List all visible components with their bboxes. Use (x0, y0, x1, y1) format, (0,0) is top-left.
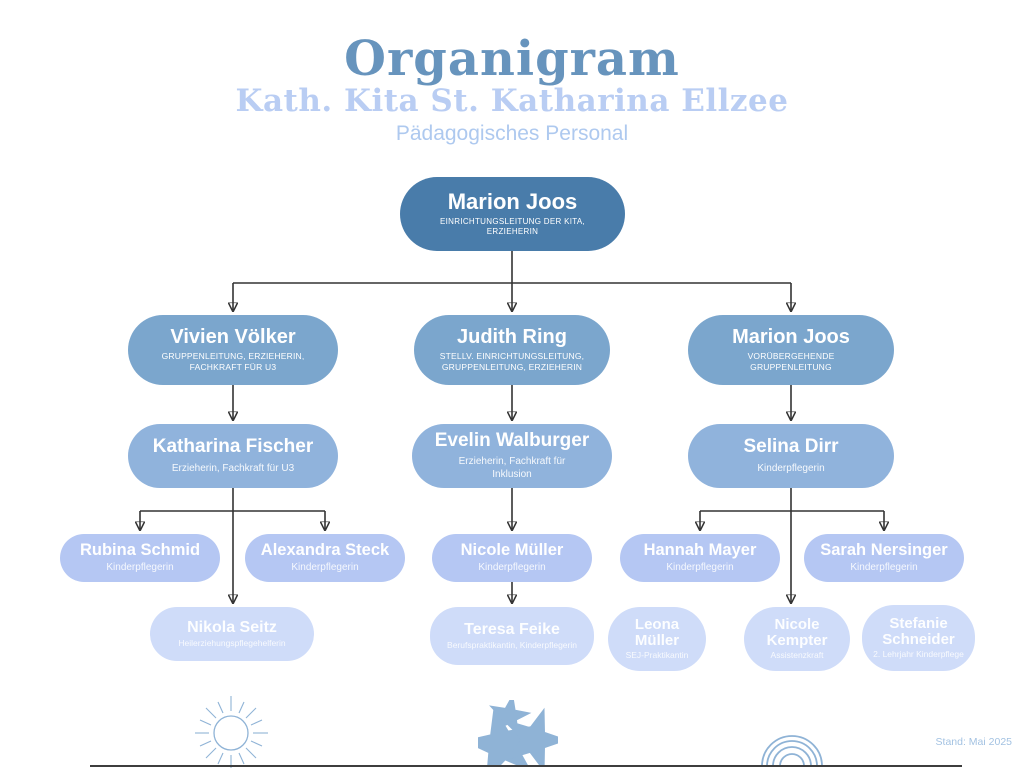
bottom-edge-line (90, 765, 962, 767)
node-name: Vivien Völker (170, 326, 296, 349)
node-role: Berufspraktikantin, Kinderpflegerin (447, 639, 577, 650)
node-role: Erzieherin, Fachkraft für Inklusion (458, 456, 566, 481)
org-node-rubina-schmid: Rubina Schmid Kinderpflegerin (60, 534, 220, 582)
node-role: Kinderpflegerin (666, 561, 734, 573)
stars-icon (462, 693, 568, 768)
org-node-judith-ring: Judith Ring STELLV. EINRICHTUNGSLEITUNG,… (414, 315, 610, 385)
node-role: Kinderpflegerin (757, 462, 825, 474)
node-role: Kinderpflegerin (478, 561, 546, 573)
org-node-marion-joos-gruppenleitung: Marion Joos VORÜBERGEHENDE GRUPPENLEITUN… (688, 315, 894, 385)
node-role: Kinderpflegerin (106, 561, 174, 573)
node-role: Assistenzkraft (770, 650, 824, 661)
node-role: 2. Lehrjahr Kinderpflege (873, 649, 964, 660)
org-node-vivien-voelker: Vivien Völker GRUPPENLEITUNG, ERZIEHERIN… (128, 315, 338, 385)
node-role: EINRICHTUNGSLEITUNG DER KITA, ERZIEHERIN (439, 216, 585, 237)
sun-icon (190, 694, 274, 768)
org-node-teresa-feike: Teresa Feike Berufspraktikantin, Kinderp… (430, 607, 594, 665)
rainbow-icon (757, 712, 827, 768)
org-node-nicole-mueller: Nicole Müller Kinderpflegerin (432, 534, 592, 582)
page-subtitle: Kath. Kita St. Katharina Ellzee (235, 83, 789, 120)
org-node-stefanie-schneider: Stefanie Schneider 2. Lehrjahr Kinderpfl… (862, 605, 975, 671)
node-name: Teresa Feike (464, 621, 560, 639)
node-name: Sarah Nersinger (820, 541, 948, 560)
node-name: Marion Joos (732, 326, 850, 349)
node-name: Judith Ring (457, 326, 567, 349)
node-role: Kinderpflegerin (850, 561, 918, 573)
node-name: Alexandra Steck (260, 541, 390, 560)
node-name: Katharina Fischer (152, 436, 314, 458)
org-node-evelin-walburger: Evelin Walburger Erzieherin, Fachkraft f… (412, 424, 612, 488)
node-name: Evelin Walburger (434, 429, 590, 451)
page-title: Organigram (344, 31, 680, 87)
node-name: Nikola Seitz (187, 619, 277, 637)
node-role: VORÜBERGEHENDE GRUPPENLEITUNG (747, 350, 835, 372)
org-node-leona-mueller: Leona Müller SEJ-Praktikantin (608, 607, 706, 671)
node-name: Hannah Mayer (643, 541, 757, 560)
node-name: Stefanie Schneider (882, 614, 955, 648)
org-node-katharina-fischer: Katharina Fischer Erzieherin, Fachkraft … (128, 424, 338, 488)
node-role: GRUPPENLEITUNG, ERZIEHERIN, FACHKRAFT FÜ… (161, 350, 305, 372)
node-name: Rubina Schmid (79, 541, 201, 560)
org-node-sarah-nersinger: Sarah Nersinger Kinderpflegerin (804, 534, 964, 582)
node-role: Heilerziehungspflegehelferin (178, 637, 286, 648)
header: Organigram Kath. Kita St. Katharina Ellz… (0, 34, 1024, 146)
node-role: Erzieherin, Fachkraft für U3 (171, 462, 295, 474)
node-name: Selina Dirr (743, 436, 839, 458)
org-node-marion-joos-leitung: Marion Joos EINRICHTUNGSLEITUNG DER KITA… (400, 177, 625, 251)
status-date: Stand: Mai 2025 (935, 736, 1012, 748)
node-role: STELLV. EINRICHTUNGSLEITUNG, GRUPPENLEIT… (439, 350, 585, 372)
node-role: SEJ-Praktikantin (625, 650, 689, 661)
node-name: Marion Joos (447, 189, 578, 215)
org-node-alexandra-steck: Alexandra Steck Kinderpflegerin (245, 534, 405, 582)
org-node-hannah-mayer: Hannah Mayer Kinderpflegerin (620, 534, 780, 582)
org-node-nikola-seitz: Nikola Seitz Heilerziehungspflegehelferi… (150, 607, 314, 661)
page-tagline: Pädagogisches Personal (395, 122, 629, 146)
org-node-nicole-kempter: Nicole Kempter Assistenzkraft (744, 607, 850, 671)
node-name: Nicole Müller (460, 541, 564, 560)
node-name: Nicole Kempter (766, 615, 828, 649)
node-name: Leona Müller (634, 615, 680, 649)
org-node-selina-dirr: Selina Dirr Kinderpflegerin (688, 424, 894, 488)
node-role: Kinderpflegerin (291, 561, 359, 573)
